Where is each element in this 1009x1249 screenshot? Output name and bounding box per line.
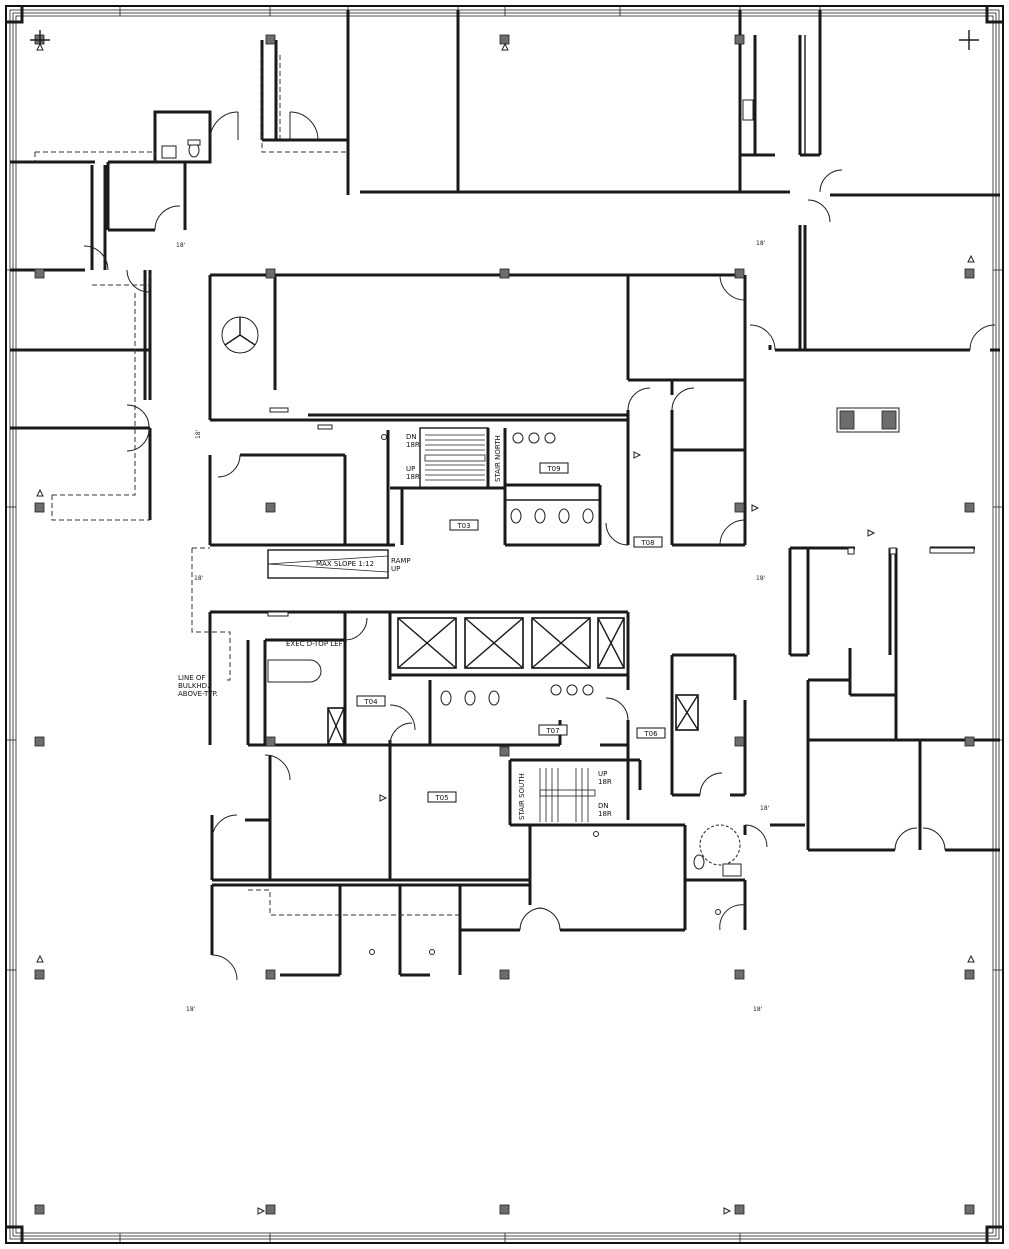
svg-text:T06: T06 <box>643 730 658 738</box>
room-tag-t09: T09 <box>539 462 569 474</box>
svg-text:UP: UP <box>391 565 400 573</box>
svg-text:DN: DN <box>406 433 417 441</box>
svg-text:18': 18' <box>195 429 202 439</box>
doors <box>83 111 996 981</box>
stair-south-labels: UP 18R DN 18R STAIR SOUTH <box>518 770 612 820</box>
svg-text:EXEC D-TOP LEFT: EXEC D-TOP LEFT <box>286 640 347 648</box>
svg-text:18': 18' <box>186 1006 196 1013</box>
notes: EXEC D-TOP LEFT LINE OF BULKHD. ABOVE-TY… <box>178 640 347 698</box>
bulkhead-lines <box>34 55 460 916</box>
plumbing-fixtures <box>161 99 754 877</box>
room-tag-t06: T06 <box>636 727 666 739</box>
svg-text:18': 18' <box>194 575 204 582</box>
svg-text:18': 18' <box>753 1006 763 1013</box>
svg-text:STAIR NORTH: STAIR NORTH <box>494 435 502 482</box>
exterior-wall <box>5 5 1004 1244</box>
svg-text:ABOVE-TYP.: ABOVE-TYP. <box>178 690 218 698</box>
svg-text:T03: T03 <box>456 522 470 530</box>
interior-walls <box>10 10 1000 977</box>
svg-text:UP: UP <box>406 465 415 473</box>
svg-text:UP: UP <box>598 770 607 778</box>
svg-text:RAMP: RAMP <box>391 557 411 565</box>
svg-text:MAX SLOPE 1:12: MAX SLOPE 1:12 <box>316 560 374 568</box>
stair-treads <box>424 434 596 822</box>
elevators <box>327 617 699 745</box>
room-tag-t03: T03 <box>449 519 479 531</box>
svg-text:18': 18' <box>756 240 766 247</box>
ramp-labels: MAX SLOPE 1:12 RAMP UP <box>316 557 411 573</box>
ceiling-heights: 18' 18' 18' 18' 18' 18' 18' 18' <box>176 240 770 1013</box>
svg-text:T08: T08 <box>640 539 654 547</box>
svg-text:18': 18' <box>760 805 770 812</box>
svg-text:18R: 18R <box>406 473 420 481</box>
svg-text:18R: 18R <box>598 778 612 786</box>
device-symbols <box>36 42 975 1215</box>
svg-text:T07: T07 <box>545 727 559 735</box>
structural-columns <box>30 30 979 1215</box>
svg-text:18': 18' <box>176 242 186 249</box>
svg-text:18R: 18R <box>598 810 612 818</box>
room-tag-t04: T04 <box>356 695 386 707</box>
room-tag-t05: T05 <box>427 791 457 803</box>
svg-text:18': 18' <box>756 575 766 582</box>
stair-north-labels: DN 18R UP 18R STAIR NORTH <box>406 433 502 482</box>
svg-text:LINE OF: LINE OF <box>178 674 205 682</box>
svg-text:18R: 18R <box>406 441 420 449</box>
ramp <box>267 549 389 579</box>
svg-text:DN: DN <box>598 802 609 810</box>
room-tag-t08: T08 <box>633 536 663 548</box>
svg-text:STAIR SOUTH: STAIR SOUTH <box>518 773 526 820</box>
svg-text:BULKHD.: BULKHD. <box>178 682 209 690</box>
svg-text:T09: T09 <box>546 465 560 473</box>
svg-text:T05: T05 <box>434 794 448 802</box>
room-tag-t07: T07 <box>538 724 568 736</box>
svg-text:T04: T04 <box>363 698 378 706</box>
